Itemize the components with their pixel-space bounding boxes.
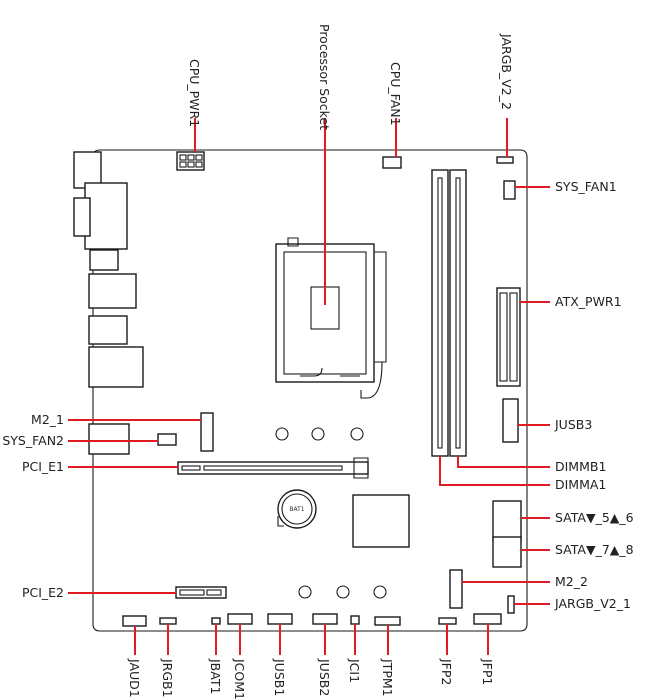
label-cpu-pwr1: CPU_PWR1 bbox=[187, 59, 202, 127]
sys-fan1-header bbox=[503, 180, 516, 200]
label-jusb2: JUSB2 bbox=[317, 658, 332, 696]
jargb-v2-2-header bbox=[496, 156, 514, 164]
sys-fan2-header bbox=[157, 433, 177, 446]
label-sys-fan2: SYS_FAN2 bbox=[2, 433, 64, 448]
label-jaud1: JAUD1 bbox=[127, 658, 142, 698]
jusb3-header bbox=[502, 398, 519, 443]
sata-connectors bbox=[492, 500, 522, 568]
cpu-pwr1-connector bbox=[176, 151, 205, 171]
label-jrgb1: JRGB1 bbox=[160, 658, 175, 698]
label-cpu-fan1: CPU_FAN1 bbox=[388, 62, 403, 126]
label-jargb-v2-2: JARGB_V2_2 bbox=[499, 33, 514, 110]
label-processor-socket: Processor Socket bbox=[317, 24, 332, 130]
label-jcom1: JCOM1 bbox=[232, 658, 247, 700]
label-dimma1: DIMMA1 bbox=[555, 477, 606, 492]
jargb-v2-1-header bbox=[507, 595, 515, 614]
label-jfp1: JFP1 bbox=[480, 658, 495, 685]
chipset bbox=[352, 494, 410, 548]
label-sata-7-8: SATA▼_7▲_8 bbox=[555, 542, 634, 557]
rear-io-ports bbox=[73, 151, 144, 455]
label-atx-pwr1: ATX_PWR1 bbox=[555, 294, 622, 309]
label-jargb-v2-1: JARGB_V2_1 bbox=[554, 596, 631, 611]
label-m2-2: M2_2 bbox=[555, 574, 588, 589]
label-jfp2: JFP2 bbox=[439, 658, 454, 685]
label-pci-e1: PCI_E1 bbox=[22, 459, 64, 474]
m2-2-slot bbox=[449, 569, 463, 609]
label-dimmb1: DIMMB1 bbox=[555, 459, 606, 474]
label-m2-1: M2_1 bbox=[31, 412, 64, 427]
bat1-battery: BAT1 bbox=[277, 489, 317, 529]
label-jci1: JCI1 bbox=[347, 658, 362, 683]
m2-1-slot bbox=[200, 412, 214, 452]
bottom-headers bbox=[122, 613, 502, 627]
bat1-label: BAT1 bbox=[289, 506, 304, 513]
pci-e1-slot bbox=[177, 457, 369, 479]
dimm-slots bbox=[431, 169, 467, 457]
atx-pwr1-connector bbox=[496, 287, 521, 387]
label-sys-fan1: SYS_FAN1 bbox=[555, 179, 617, 194]
label-jusb1: JUSB1 bbox=[272, 658, 287, 696]
leader-lines bbox=[68, 118, 550, 655]
label-pci-e2: PCI_E2 bbox=[22, 585, 64, 600]
label-jusb3: JUSB3 bbox=[554, 417, 592, 432]
cpu-fan1-header bbox=[382, 156, 402, 169]
label-jbat1: JBAT1 bbox=[208, 658, 223, 694]
label-sata-5-6: SATA▼_5▲_6 bbox=[555, 510, 634, 525]
pci-e2-slot bbox=[175, 586, 227, 599]
processor-socket bbox=[275, 237, 387, 399]
mounting-holes bbox=[275, 427, 387, 599]
label-jtpm1: JTPM1 bbox=[380, 658, 395, 697]
